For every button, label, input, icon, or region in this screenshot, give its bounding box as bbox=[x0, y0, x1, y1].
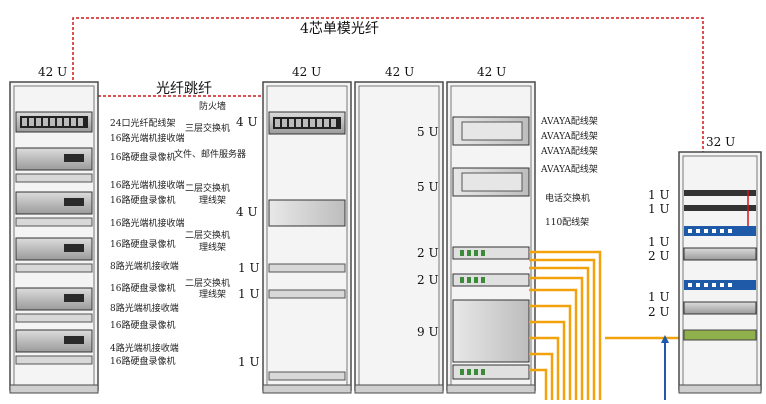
rack-4: 42 U bbox=[446, 65, 536, 394]
rack-1-label: 8路光端机接收端 bbox=[110, 302, 179, 314]
rack-4-unit: 5 U bbox=[417, 125, 439, 139]
rack-5-unit: 1 U bbox=[648, 202, 670, 216]
single-mode-fiber-line bbox=[72, 17, 704, 188]
rack-2-label: 三层交换机 bbox=[185, 122, 230, 134]
rack-2-label: 防火墙 bbox=[199, 100, 226, 112]
server-device bbox=[268, 199, 346, 227]
orange-cable-bundle bbox=[529, 250, 685, 400]
rack-4-labels: AVAYA配线架 AVAYA配线架 AVAYA配线架 AVAYA配线架 电话交换… bbox=[417, 115, 598, 339]
rack-5-unit: 2 U bbox=[648, 249, 670, 263]
rack-4-label: AVAYA配线架 bbox=[540, 145, 598, 157]
rack-1-label: 16路硬盘录像机 bbox=[110, 355, 175, 367]
rack-4-label: 110配线架 bbox=[545, 216, 589, 228]
rack-5-capacity: 32 U bbox=[706, 135, 735, 149]
rack-2-unit: 4 U bbox=[236, 115, 258, 129]
rack-1-label: 4路光端机接收端 bbox=[110, 342, 179, 354]
rack-1-devices bbox=[15, 147, 93, 365]
rack-4-label: AVAYA配线架 bbox=[540, 163, 598, 175]
rack-5-unit: 1 U bbox=[648, 235, 670, 249]
rack-1-label: 16路硬盘录像机 bbox=[110, 194, 175, 206]
rack-5-unit: 2 U bbox=[648, 305, 670, 319]
rack-1-label: 16路硬盘录像机 bbox=[110, 319, 175, 331]
rack-1-label: 8路光端机接收端 bbox=[110, 260, 179, 272]
rack-2-label: 理线架 bbox=[199, 288, 226, 300]
rack-2-unit: 4 U bbox=[236, 205, 258, 219]
rack-2-label: 二层交换机 bbox=[185, 182, 230, 194]
rack-1-labels: 24口光纤配线架 16路光端机接收端 16路硬盘录像机 16路光端机接收端 16… bbox=[110, 117, 184, 367]
rack-4-unit: 9 U bbox=[417, 325, 439, 339]
rack-3: 42 U bbox=[354, 65, 444, 394]
rack-2-label: 二层交换机 bbox=[185, 277, 230, 289]
rack-2-unit: 1 U bbox=[238, 261, 260, 275]
rack-3-capacity: 42 U bbox=[385, 65, 414, 79]
rack-2-labels: 防火墙 三层交换机 文件、邮件服务器 二层交换机 理线架 二层交换机 理线架 二… bbox=[174, 100, 260, 369]
rack-1-label: 16路硬盘录像机 bbox=[110, 282, 175, 294]
rack-2-label: 文件、邮件服务器 bbox=[174, 148, 246, 160]
rack-4-label: 电话交换机 bbox=[545, 192, 590, 204]
rack-1-label: 16路光端机接收端 bbox=[110, 179, 184, 191]
rack-5-unit: 1 U bbox=[648, 290, 670, 304]
rack-4-unit: 5 U bbox=[417, 180, 439, 194]
rack-5-labels: 1 U 1 U 1 U 2 U 1 U 2 U bbox=[648, 188, 670, 319]
fiber-title: 4芯单模光纤 bbox=[300, 21, 379, 37]
rack-5: 32 U bbox=[678, 135, 762, 394]
rack-1-label: 16路光端机接收端 bbox=[110, 132, 184, 144]
rack-2-capacity: 42 U bbox=[292, 65, 321, 79]
rack-1: 42 U bbox=[9, 65, 99, 394]
rack-2-unit: 1 U bbox=[238, 355, 260, 369]
rack-2-label: 理线架 bbox=[199, 241, 226, 253]
rack-1-label: 16路硬盘录像机 bbox=[110, 151, 175, 163]
rack-4-label: AVAYA配线架 bbox=[540, 115, 598, 127]
rack-4-label: AVAYA配线架 bbox=[540, 130, 598, 142]
rack-1-label: 24口光纤配线架 bbox=[110, 117, 175, 129]
arrow-up-icon bbox=[661, 335, 669, 343]
fiber-jumper-label: 光纤跳纤 bbox=[156, 81, 212, 97]
phone-switch-device bbox=[452, 299, 530, 363]
rack-1-capacity: 42 U bbox=[38, 65, 67, 79]
rack-2: 42 U bbox=[262, 65, 352, 394]
rack-1-label: 16路光端机接收端 bbox=[110, 217, 184, 229]
rack-4-unit: 2 U bbox=[417, 273, 439, 287]
rack-4-unit: 2 U bbox=[417, 246, 439, 260]
rack-2-unit: 1 U bbox=[238, 287, 260, 301]
rack-1-label: 16路硬盘录像机 bbox=[110, 238, 175, 250]
rack-2-label: 理线架 bbox=[199, 194, 226, 206]
rack-5-unit: 1 U bbox=[648, 188, 670, 202]
rack-4-capacity: 42 U bbox=[477, 65, 506, 79]
rack-2-label: 二层交换机 bbox=[185, 229, 230, 241]
